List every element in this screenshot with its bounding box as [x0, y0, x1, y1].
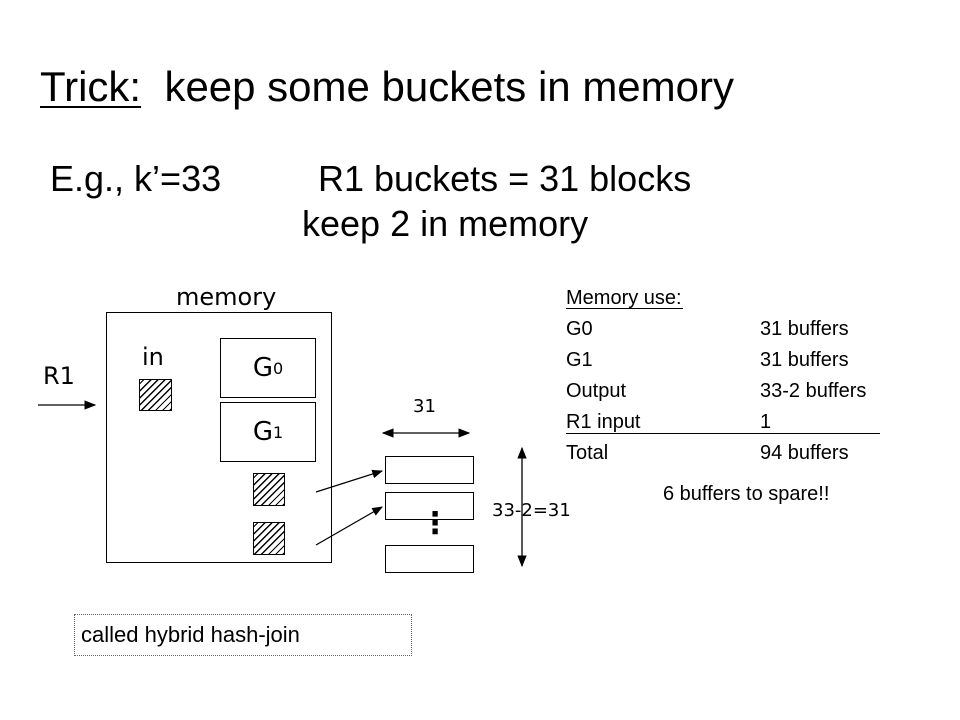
flush-arrow-1: [315, 469, 384, 493]
slide-title: Trick: keep some buckets in memory: [40, 62, 734, 112]
row-r1-value: 1: [760, 411, 772, 433]
example-buckets: R1 buckets = 31 blocks: [318, 158, 692, 199]
memory-use-heading: Memory use:: [566, 287, 682, 309]
hybrid-hash-join-note: called hybrid hash-join: [74, 614, 412, 656]
disk-bucket-2: [385, 492, 474, 520]
total-rule: [566, 433, 880, 434]
g0-subscript: 0: [272, 358, 284, 378]
buffer-count-label: 33-2=31: [492, 500, 571, 521]
example-keep: keep 2 in memory: [302, 203, 589, 244]
output-buffer-2: [253, 522, 285, 555]
g1-letter: G: [252, 417, 273, 447]
heading-underline: [566, 308, 683, 309]
row-total-value: 94 buffers: [760, 442, 849, 464]
row-g0-value: 31 buffers: [760, 318, 849, 340]
example-k: E.g., k’=33: [50, 158, 222, 199]
input-label: in: [142, 343, 164, 371]
disk-bucket-last: [385, 545, 474, 573]
input-buffer: [139, 379, 172, 411]
buffer-width-label: 31: [413, 396, 436, 417]
row-output-value: 33-2 buffers: [760, 380, 867, 402]
spare-note: 6 buffers to spare!!: [663, 483, 830, 505]
memory-label: memory: [176, 283, 277, 311]
row-total-name: Total: [566, 442, 609, 464]
row-r1-name: R1 input: [566, 411, 641, 433]
row-g0-name: G0: [566, 318, 593, 340]
r1-label: R1: [43, 362, 75, 390]
row-output-name: Output: [566, 380, 627, 402]
ellipsis: ⋮: [420, 507, 450, 540]
title-prefix: Trick:: [40, 63, 142, 110]
output-buffer-1: [253, 473, 285, 506]
g0-letter: G: [252, 353, 273, 383]
memory-box: [106, 312, 332, 563]
row-g1-value: 31 buffers: [760, 349, 849, 371]
row-g1-name: G1: [566, 349, 593, 371]
g1-subscript: 1: [272, 422, 284, 442]
title-text: keep some buckets in memory: [164, 63, 735, 110]
flush-arrow-2: [315, 506, 383, 546]
disk-bucket-1: [385, 456, 474, 484]
